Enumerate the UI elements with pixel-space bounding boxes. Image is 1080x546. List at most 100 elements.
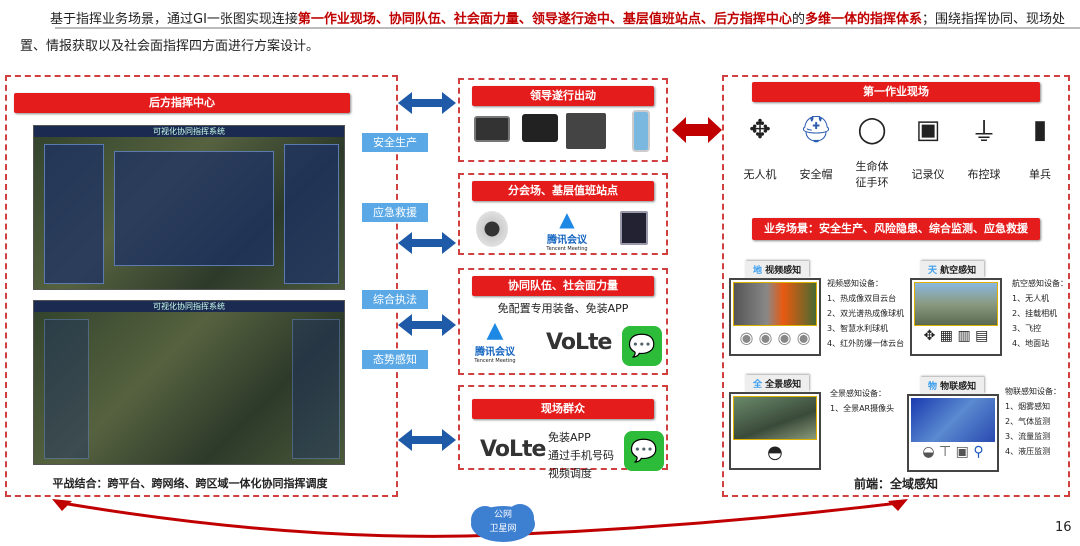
map-title: 可视化协同指挥系统: [34, 126, 344, 137]
quad-item: 4、地面站: [1012, 339, 1050, 348]
command-center-panel: [5, 75, 398, 497]
map-screenshot-2: 可视化协同指挥系统: [33, 300, 345, 465]
device-label: 生命体征手环: [855, 160, 889, 189]
quad-head: 航空感知设备：: [1012, 279, 1068, 288]
field-panel: [722, 75, 1070, 497]
quad-image: ◓: [729, 392, 821, 470]
quad-item: 2、挂载相机: [1012, 309, 1058, 318]
red-double-arrow-icon: [672, 117, 722, 143]
device-band: ◯生命体征手环: [847, 112, 897, 190]
device-recorder: ▣记录仪: [903, 112, 953, 190]
volte-text: VoLte: [480, 437, 546, 462]
quad-video: 地 视频感知 ◉ ◉ ◉ ◉: [729, 258, 821, 356]
arc-arrowhead-left: [52, 499, 72, 511]
quad-tag: 物 物联感知: [920, 377, 985, 394]
quad-tag: 全 全景感知: [745, 375, 810, 392]
tripod-camera-icon: ⏚: [970, 117, 997, 148]
leader-box: 领导遂行出动: [458, 78, 668, 162]
quad-item: 1、热成像双目云台: [827, 294, 897, 303]
quad-item: 1、烟雾感知: [1005, 402, 1051, 411]
quad-head: 全景感知设备：: [830, 389, 886, 398]
quad-item: 2、气体监测: [1005, 417, 1051, 426]
cloud-label: 公网卫星网: [473, 508, 533, 536]
quad-tag: 地 视频感知: [745, 261, 810, 278]
quad-name: 全景感知: [765, 380, 802, 390]
volte-text: VoLte: [546, 330, 612, 355]
quad-tag-char: 物: [928, 382, 938, 392]
network-arc: [52, 499, 908, 542]
wechat-icon: 💬: [624, 431, 664, 471]
command-center-title: 后方指挥中心: [14, 93, 350, 113]
quad-image: ✥ ▦ ▥ ▤: [910, 278, 1002, 356]
quad-item: 4、液压监测: [1005, 447, 1051, 456]
device-label: 单兵: [1029, 168, 1051, 181]
public-lines: 免装APP 通过手机号码 视频调度: [548, 429, 614, 483]
device-label: 无人机: [743, 168, 777, 181]
quad-air: 天 航空感知 ✥ ▦ ▥ ▤: [910, 258, 1002, 356]
tencent-label: 腾讯会议: [475, 347, 515, 358]
quad-panorama: 全 全景感知 ◓: [729, 372, 821, 470]
public-line: 免装APP: [548, 431, 591, 444]
quad-tag: 天 航空感知: [920, 261, 985, 278]
field-title: 第一作业现场: [752, 82, 1040, 102]
cloud-line: 卫星网: [489, 524, 517, 534]
intro-part: ；围绕指挥协同、现场处置、情报获取以及社会面指挥四方面进行方案设计。: [20, 12, 1065, 54]
map-panel: [44, 144, 104, 284]
radio-icon: ▮: [1032, 115, 1048, 145]
branch-title: 分会场、基层值班站点: [472, 181, 654, 201]
link-label: 应急救援: [362, 203, 428, 222]
tencent-en: Tencent Meeting: [546, 246, 588, 252]
wechat-icon: 💬: [622, 326, 662, 366]
quad-item: 4、红外防爆一体云台: [827, 339, 905, 348]
public-line: 视频调度: [548, 467, 592, 480]
tencent-meeting-logo: ▲ 腾讯会议 Tencent Meeting: [470, 318, 520, 364]
intro-part: 基于指挥业务场景，通过GI一张图实现连接: [50, 12, 298, 27]
intro-highlight: 多维一体的指挥体系: [804, 12, 922, 27]
intro-text: 基于指挥业务场景，通过GI一张图实现连接第一作业现场、协同队伍、社会面力量、领导…: [20, 6, 1080, 60]
public-box: 现场群众 VoLte 免装APP 通过手机号码 视频调度 💬: [458, 385, 668, 480]
double-arrow-icon: [398, 314, 456, 336]
quad-iot: 物 物联感知 ◒ ⊤ ▣ ⚲: [907, 374, 999, 472]
map-panel: [292, 319, 340, 459]
video-terminal-icon: [522, 114, 558, 142]
quad-name: 航空感知: [940, 266, 977, 276]
link-label: 综合执法: [362, 290, 428, 309]
link-label: 安全生产: [362, 133, 428, 152]
device-label: 记录仪: [911, 168, 945, 181]
tencent-meeting-logo: ▲ 腾讯会议 Tencent Meeting: [544, 207, 590, 252]
quad-image: ◉ ◉ ◉ ◉: [729, 278, 821, 356]
volte-logo: VoLte: [480, 437, 546, 462]
device-row: ✥无人机 ⛑安全帽 ◯生命体征手环 ▣记录仪 ⏚布控球 ▮单兵: [735, 112, 1065, 190]
device-drone: ✥无人机: [735, 112, 785, 190]
quad-tag-char: 地: [753, 266, 763, 276]
quad-head: 视频感知设备：: [827, 279, 883, 288]
tencent-en: Tencent Meeting: [474, 358, 516, 364]
helmet-icon: ⛑: [799, 115, 833, 145]
team-subtitle: 免配置专用装备、免装APP: [497, 302, 629, 315]
double-arrow-icon: [398, 429, 456, 451]
quad-item: 2、双光谱热成像球机: [827, 309, 905, 318]
tablet-icon: [474, 116, 510, 142]
conference-screen-icon: [566, 113, 606, 149]
device-helmet: ⛑安全帽: [791, 112, 841, 190]
camera-icon: [476, 211, 508, 247]
volte-logo: VoLte: [546, 330, 612, 355]
quad-tag-char: 全: [753, 380, 763, 390]
quad-item: 1、无人机: [1012, 294, 1050, 303]
phone-icon: [632, 110, 650, 152]
quad-list: 全景感知设备：1、全景AR摄像头: [830, 386, 894, 416]
cloud-line: 公网: [493, 510, 512, 520]
arc-arrowhead-right: [888, 499, 908, 511]
map-panel: [44, 319, 89, 459]
public-line: 通过手机号码: [548, 449, 614, 462]
page-number: 16: [1055, 520, 1072, 535]
field-footer: 前端：全域感知: [853, 477, 938, 491]
map-panel: [114, 151, 274, 266]
meeting-terminal-icon: [620, 211, 648, 245]
intro-part: 的: [791, 12, 805, 27]
quad-image: ◒ ⊤ ▣ ⚲: [907, 394, 999, 472]
map-title: 可视化协同指挥系统: [34, 301, 344, 312]
double-arrows: [398, 92, 456, 451]
